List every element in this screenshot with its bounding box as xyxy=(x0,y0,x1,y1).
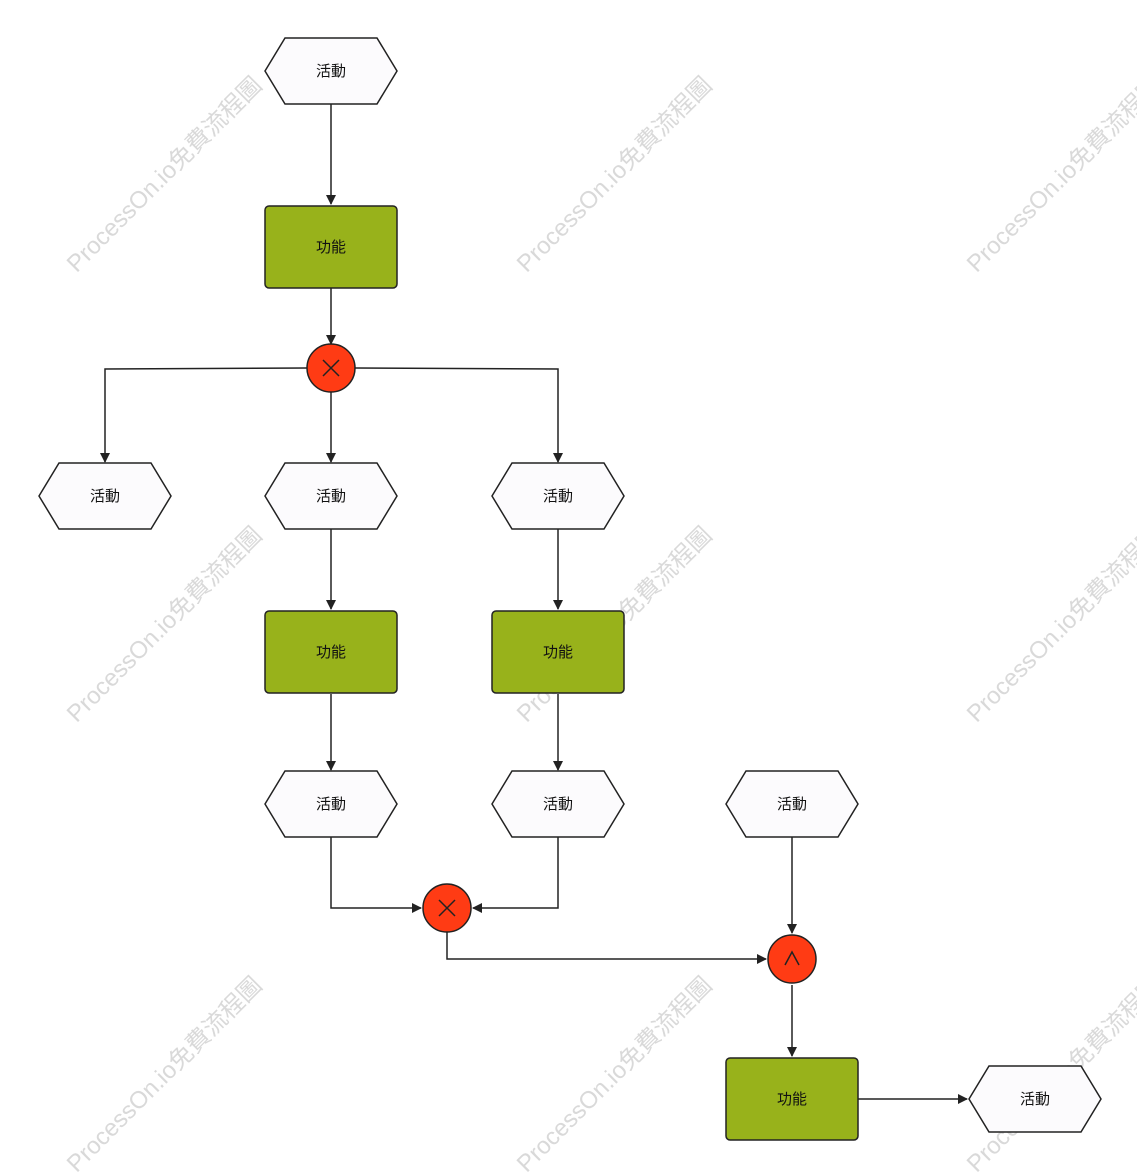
function-box-shape xyxy=(264,205,398,289)
event-label: 活動 xyxy=(90,487,120,505)
event-label: 活動 xyxy=(316,795,346,813)
edge-ev6-xor2 xyxy=(472,837,559,913)
event-node-ev6[interactable]: 活動 xyxy=(491,770,625,838)
watermark-text: ProcessOn.io免費流程圖 xyxy=(512,972,718,1176)
gateway-node-xor1[interactable] xyxy=(306,343,356,393)
and-operator-icon xyxy=(784,950,800,966)
function-node-fn2[interactable]: 功能 xyxy=(264,610,398,694)
event-label: 活動 xyxy=(1020,1090,1050,1108)
edge-xor1-ev4 xyxy=(354,367,563,463)
watermark-text: ProcessOn.io免費流程圖 xyxy=(62,72,268,278)
event-label: 活動 xyxy=(543,795,573,813)
function-label: 功能 xyxy=(777,1090,807,1108)
xor-operator-icon xyxy=(322,359,340,377)
node-layer: 活動功能活動活動活動功能功能活動活動活動功能活動 xyxy=(38,37,1102,1141)
event-node-ev1[interactable]: 活動 xyxy=(264,37,398,105)
event-hexagon-shape xyxy=(264,462,398,530)
event-node-ev7[interactable]: 活動 xyxy=(725,770,859,838)
event-node-ev3[interactable]: 活動 xyxy=(264,462,398,530)
event-hexagon-shape xyxy=(264,37,398,105)
gateway-node-and1[interactable] xyxy=(767,934,817,984)
function-box-shape xyxy=(264,610,398,694)
event-node-ev5[interactable]: 活動 xyxy=(264,770,398,838)
edge-ev5-xor2 xyxy=(330,837,422,913)
edge-layer xyxy=(100,104,968,1104)
function-label: 功能 xyxy=(316,643,346,661)
function-node-fn3[interactable]: 功能 xyxy=(491,610,625,694)
watermark-text: ProcessOn.io免費流程圖 xyxy=(962,72,1137,278)
event-node-ev8[interactable]: 活動 xyxy=(968,1065,1102,1133)
event-label: 活動 xyxy=(316,62,346,80)
event-hexagon-shape xyxy=(725,770,859,838)
event-hexagon-shape xyxy=(968,1065,1102,1133)
function-box-shape xyxy=(725,1057,859,1141)
event-hexagon-shape xyxy=(264,770,398,838)
function-node-fn4[interactable]: 功能 xyxy=(725,1057,859,1141)
function-box-shape xyxy=(491,610,625,694)
event-node-ev2[interactable]: 活動 xyxy=(38,462,172,530)
event-hexagon-shape xyxy=(491,770,625,838)
event-label: 活動 xyxy=(777,795,807,813)
edge-xor1-ev2 xyxy=(100,367,308,463)
gateway-node-xor2[interactable] xyxy=(422,883,472,933)
watermark-text: ProcessOn.io免費流程圖 xyxy=(962,522,1137,728)
event-hexagon-shape xyxy=(38,462,172,530)
event-node-ev4[interactable]: 活動 xyxy=(491,462,625,530)
function-label: 功能 xyxy=(316,238,346,256)
watermark-text: ProcessOn.io免費流程圖 xyxy=(512,72,718,278)
xor-operator-icon xyxy=(438,899,456,917)
event-label: 活動 xyxy=(543,487,573,505)
watermark-text: ProcessOn.io免費流程圖 xyxy=(62,972,268,1176)
function-label: 功能 xyxy=(543,643,573,661)
function-node-fn1[interactable]: 功能 xyxy=(264,205,398,289)
event-hexagon-shape xyxy=(491,462,625,530)
gateway-circle-shape xyxy=(767,934,817,984)
watermark-text: ProcessOn.io免費流程圖 xyxy=(62,522,268,728)
event-label: 活動 xyxy=(316,487,346,505)
edge-xor2-and1 xyxy=(446,932,767,964)
